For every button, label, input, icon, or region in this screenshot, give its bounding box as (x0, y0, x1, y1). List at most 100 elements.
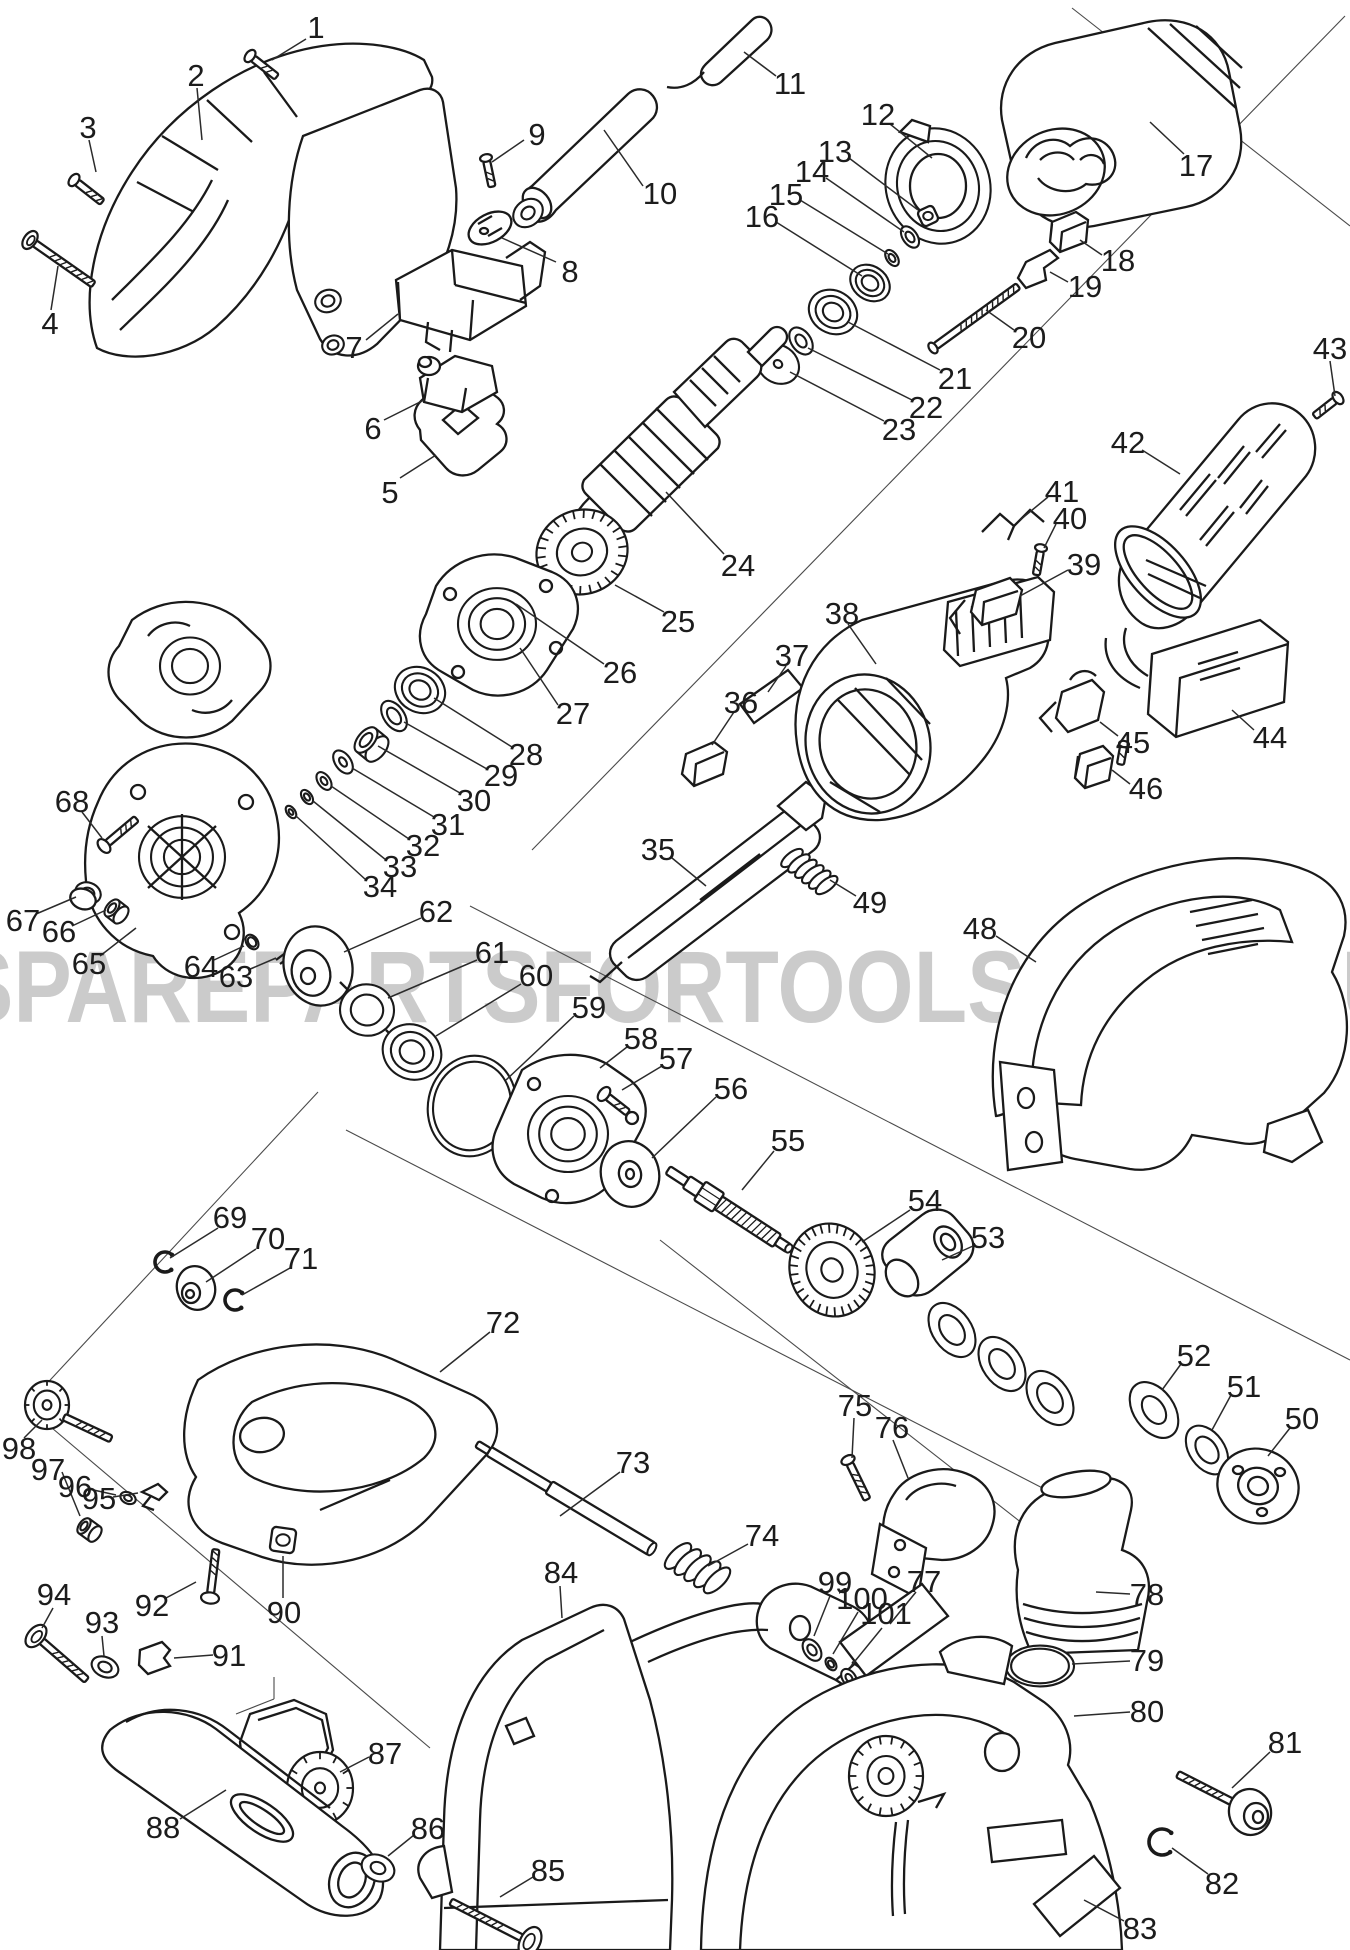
depth-wheel-tooth (908, 1749, 915, 1757)
part-25-gear-tooth (552, 520, 560, 528)
part-label-35: 35 (641, 832, 675, 867)
part-88-open2 (337, 1861, 367, 1899)
part-71-circlip-ear (238, 1305, 244, 1311)
part-80-lug (938, 1635, 1014, 1686)
part-52-washer (1128, 1381, 1180, 1439)
part-95-clip (139, 1482, 169, 1512)
part-73-rod-cap (646, 1541, 658, 1557)
part-14-washer (899, 225, 921, 249)
part-57-screw-thread (614, 1102, 621, 1106)
part-label-33: 33 (383, 849, 417, 884)
washer-stack (927, 1301, 977, 1359)
part-54-flange-tooth (825, 1306, 829, 1316)
part-46-screw-head (1117, 739, 1131, 749)
part-98-stud-thread (93, 1430, 100, 1435)
part-25-gear-tooth (536, 555, 546, 559)
part-85-bolt-thread (479, 1915, 486, 1920)
part-54-flange-tooth (808, 1299, 815, 1309)
part-90-nut-bore (275, 1533, 291, 1547)
leader-part-24 (665, 491, 725, 555)
leader-part-78 (1095, 1591, 1131, 1595)
part-87-knob-tooth (332, 1812, 338, 1820)
part-98-stud-thread (75, 1421, 82, 1427)
leader-part-61 (387, 959, 478, 999)
part-38-ribs (829, 677, 931, 813)
part-68-screw-head (96, 837, 112, 855)
part-label-26: 26 (603, 655, 637, 690)
part-79-oring (1004, 1644, 1076, 1688)
part-8-hole (478, 226, 490, 236)
depth-wheel-tooth (850, 1786, 859, 1791)
part-98-knob-tooth (58, 1417, 64, 1423)
part-label-42: 42 (1111, 425, 1145, 460)
part-42-vents (1145, 423, 1287, 600)
part-23-disc-inner (772, 358, 784, 370)
part-label-8: 8 (561, 254, 578, 289)
leader-part-91 (173, 1654, 214, 1659)
part-45-arm (1038, 669, 1097, 733)
part-24-core (581, 395, 721, 533)
part-label-71: 71 (284, 1241, 318, 1276)
part-65-holes (129, 783, 255, 941)
part-35-head (776, 780, 828, 832)
part-54-flange-tooth (819, 1224, 824, 1234)
part-20-screw-thread (970, 316, 973, 324)
part-25-gear-tooth (572, 510, 576, 520)
part-75-screw-thread (852, 1473, 859, 1477)
part-43-screw-thread (1324, 404, 1327, 412)
part-20-screw-thread (1012, 286, 1015, 293)
leader-part-63 (247, 957, 277, 971)
part-54-flange-tooth (796, 1287, 805, 1294)
part-81-socket (1251, 1809, 1265, 1825)
part-81-bolt-shaft-thread (1206, 1788, 1213, 1793)
part-99-washer-inner (806, 1643, 818, 1657)
part-76-holes (887, 1538, 907, 1579)
part-86-washer-inner (369, 1860, 387, 1876)
part-58-boss-r2 (550, 1116, 586, 1152)
part-27-bearing (456, 587, 538, 661)
part-label-91: 91 (212, 1638, 246, 1673)
part-78-opening (1040, 1469, 1112, 1499)
part-85-bolt-socket (522, 1932, 536, 1950)
part-label-72: 72 (486, 1305, 520, 1340)
part-25-gear-tooth (606, 519, 615, 527)
part-97-sleeve (76, 1517, 103, 1543)
part-60-bearing (381, 1023, 443, 1081)
part-80-arrow (917, 1792, 947, 1809)
part-71-circlip (223, 1288, 245, 1312)
leader-part-98 (23, 1419, 43, 1439)
part-label-60: 60 (519, 958, 553, 993)
part-13-nut (916, 204, 940, 228)
part-78-ribs (1022, 1602, 1143, 1643)
part-98-stud-shaft (62, 1413, 114, 1443)
part-9-screw-thread (486, 171, 493, 176)
part-25-gear-tooth (561, 514, 568, 523)
part-label-36: 36 (724, 685, 758, 720)
washer-stack (977, 1335, 1027, 1393)
part-93-washer-inner (97, 1660, 113, 1674)
part-label-30: 30 (457, 783, 491, 818)
part-54-flange-tooth (792, 1280, 801, 1286)
part-label-16: 16 (745, 199, 779, 234)
part-24-hatch (599, 407, 709, 517)
part-label-85: 85 (531, 1853, 565, 1888)
part-66-plug (103, 898, 130, 925)
part-label-59: 59 (572, 990, 606, 1025)
leader-part-40 (1043, 523, 1057, 549)
part-30-sleeve-bore (358, 731, 374, 749)
part-68-screw (96, 815, 140, 855)
part-54-flange-tooth (790, 1254, 800, 1260)
part-86-washer (360, 1853, 396, 1883)
part-16-sleeve-r2 (860, 274, 880, 292)
part-85-bolt-thread (491, 1921, 498, 1926)
part-48-foot (1262, 1108, 1324, 1164)
part-64-oring-inner (246, 936, 258, 948)
part-label-73: 73 (616, 1445, 650, 1480)
part-label-75: 75 (838, 1388, 872, 1423)
part-label-9: 9 (528, 117, 545, 152)
part-4-bolt-thread (60, 261, 67, 266)
part-55-spindle-thread (751, 1222, 762, 1233)
leader-part-30 (377, 745, 461, 794)
part-label-93: 93 (85, 1605, 119, 1640)
depth-wheel-tooth (857, 1795, 864, 1803)
